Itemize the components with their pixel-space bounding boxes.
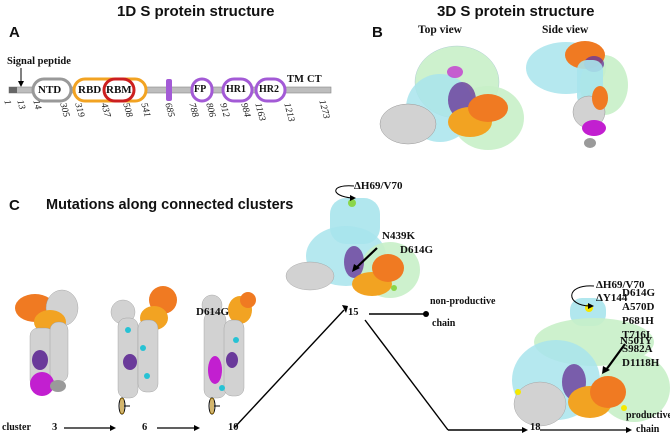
arrow-10-to-15-head: [342, 305, 348, 313]
side-view-label: Side view: [542, 24, 589, 36]
arrow-15-to-18: [364, 319, 449, 431]
mutation-item: A570D: [622, 301, 655, 313]
cluster-number: 18: [530, 422, 541, 433]
side-view-structure: [526, 41, 628, 148]
top-view-structure: [379, 45, 524, 150]
hr2-label: HR2: [259, 84, 279, 95]
non-productive-chain-label: chain: [432, 318, 456, 329]
mutation-item: D1118H: [622, 357, 660, 369]
hr2-domain: [254, 77, 287, 103]
signal-peptide-segment: [9, 87, 17, 93]
mutation-n439k: N439K: [382, 230, 415, 242]
cluster-3-structure: [15, 289, 79, 396]
deletion-swirl-18: [571, 285, 595, 307]
cleavage-site-marker: [166, 79, 172, 101]
panel-a-letter: A: [9, 24, 20, 41]
cluster-6-structure: [110, 286, 177, 399]
hr1-domain: [221, 77, 254, 103]
cluster-number: 6: [142, 422, 148, 433]
cluster-10-structure: [201, 292, 256, 399]
arrow-15-to-18-head: [522, 427, 528, 433]
nonproductive-terminal: [423, 311, 429, 317]
mutation-item: P681H: [622, 315, 654, 327]
mutation-n501y: N501Y: [620, 335, 653, 347]
top-view-label: Top view: [418, 24, 462, 36]
panel-c-letter: C: [9, 197, 20, 214]
fp-label: FP: [194, 84, 207, 95]
panel-c-title: Mutations along connected clusters: [46, 197, 294, 213]
ct-label: CT: [307, 74, 322, 85]
signal-peptide-arrowhead: [18, 81, 24, 87]
hr1-label: HR1: [226, 84, 246, 95]
cluster-number: 10: [228, 422, 239, 433]
arrow-3-to-6-head: [110, 425, 116, 431]
productive-label: productive: [626, 410, 670, 421]
panel-b-title: 3D S protein structure: [437, 3, 595, 20]
mutation-h69v70-15: ΔH69/V70: [354, 180, 403, 192]
n501y-arrow: [605, 343, 626, 371]
cluster-18-structure: [512, 298, 670, 427]
mutation-item: T716I: [622, 329, 651, 341]
signal-peptide-label: Signal peptide: [7, 56, 71, 67]
d614g-label-cluster6: D614G: [196, 306, 229, 318]
ntd-label: NTD: [38, 84, 62, 96]
n439k-arrow: [355, 247, 378, 269]
rbm-domain: [102, 77, 136, 103]
cluster-axis-label: cluster: [2, 422, 31, 433]
tm-label: TM: [287, 74, 304, 85]
mutation-d614g-15: D614G: [400, 244, 433, 256]
panel-b-letter: B: [372, 24, 383, 41]
rbm-label: RBM: [106, 84, 132, 96]
deletion-swirl-15: [335, 185, 355, 199]
rotate-view-icon: [208, 397, 220, 415]
cluster-15-structure: [285, 198, 420, 298]
mutation-list-18: D614G A570D P681H T716I S982A D1118H: [622, 286, 659, 370]
fp-domain: [190, 77, 214, 103]
arrow-to-productive-head: [626, 427, 632, 433]
rbd-label: RBD: [78, 84, 102, 96]
ntd-domain: [31, 77, 73, 103]
rotate-view-icon: [118, 397, 130, 415]
mutation-item: S982A: [622, 343, 653, 355]
non-productive-label: non-productive: [430, 296, 496, 307]
panel-a-title: 1D S protein structure: [117, 3, 275, 20]
cluster-number: 3: [52, 422, 58, 433]
cluster-number: 15: [348, 307, 359, 318]
productive-chain-label: chain: [636, 424, 660, 435]
arrow-10-to-15: [233, 309, 345, 429]
mutation-h69v70-18: ΔH69/V70: [596, 279, 645, 291]
mutation-y144: ΔY144: [596, 292, 628, 304]
mutation-item: D614G: [622, 287, 655, 299]
arrow-6-to-10-head: [194, 425, 200, 431]
